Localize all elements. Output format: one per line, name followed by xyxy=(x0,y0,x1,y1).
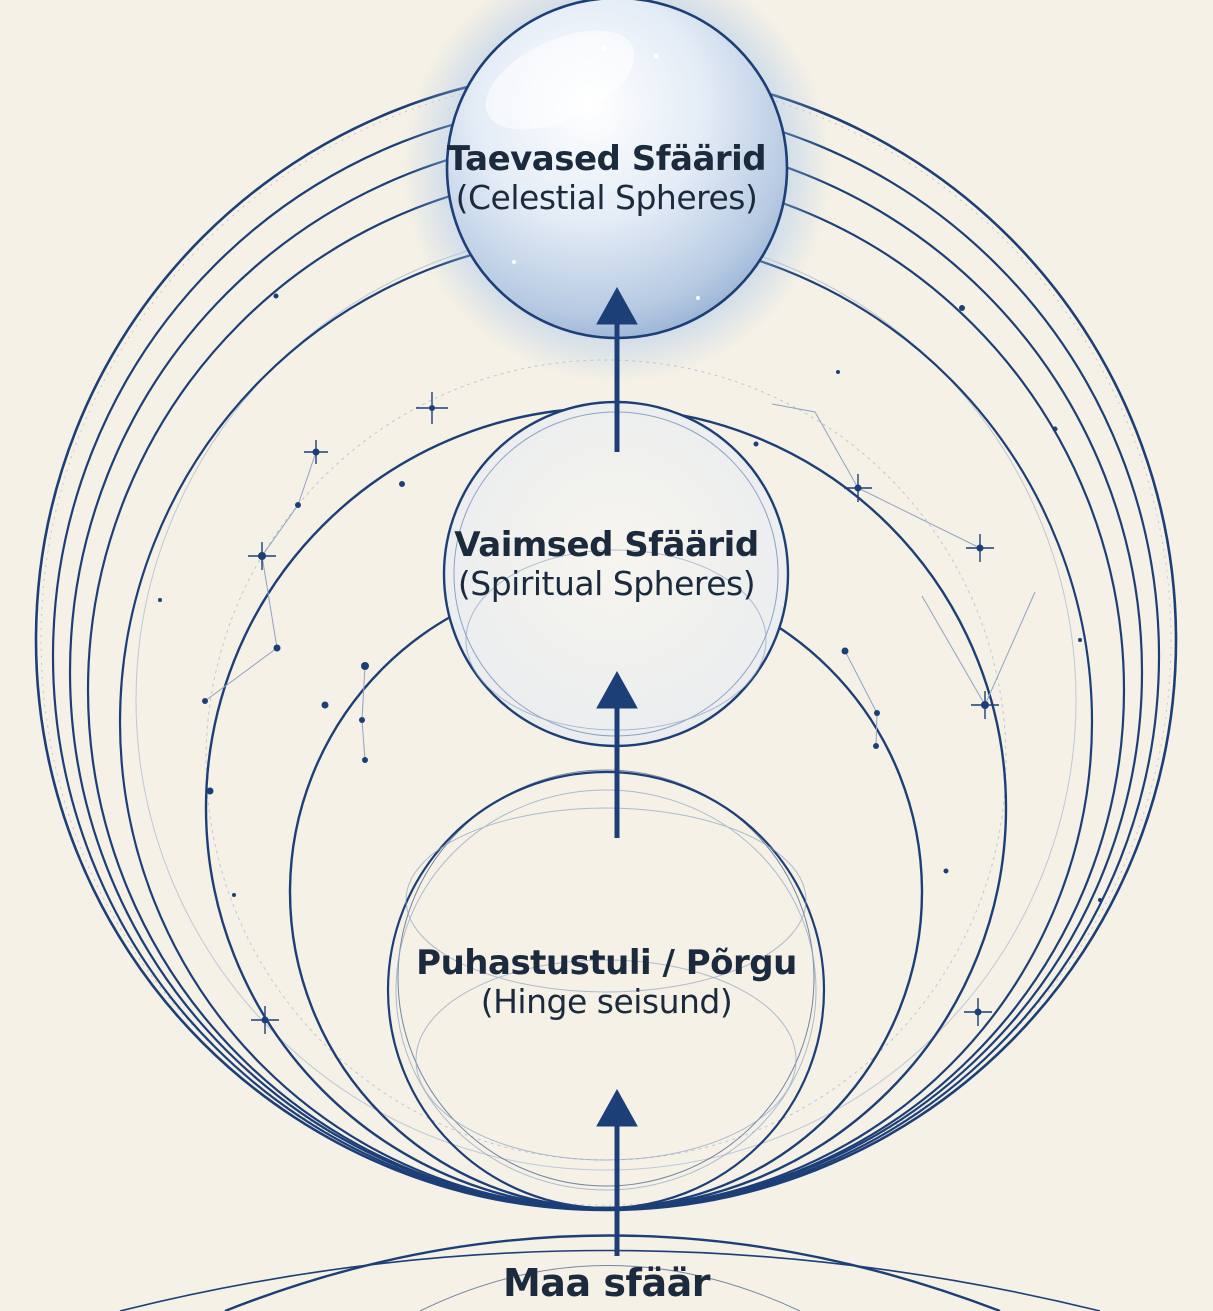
constellation-line xyxy=(771,403,981,549)
sparkle xyxy=(971,691,999,719)
star xyxy=(399,481,405,487)
purgatory-swirls xyxy=(395,789,817,1191)
star xyxy=(362,757,368,763)
constellation-line xyxy=(204,451,317,702)
arrows xyxy=(596,286,638,1256)
star xyxy=(295,502,301,508)
star xyxy=(232,893,236,897)
earth-sphere-arcs xyxy=(119,1234,1101,1311)
swirl-line xyxy=(395,789,817,1191)
earth-arc-faint xyxy=(419,1265,801,1311)
star xyxy=(158,598,162,602)
star xyxy=(359,717,365,723)
star xyxy=(959,305,965,311)
sparkle xyxy=(248,542,276,570)
celestial-star xyxy=(696,296,700,300)
star xyxy=(1098,898,1102,902)
sparkle xyxy=(964,998,992,1026)
star xyxy=(873,743,879,749)
sparkles xyxy=(248,392,999,1034)
sparkle xyxy=(966,534,994,562)
constellation-line xyxy=(921,591,1036,707)
arrow-up-icon xyxy=(596,670,638,709)
inner-sphere xyxy=(386,770,826,1210)
star xyxy=(206,787,214,795)
celestial-star xyxy=(512,260,516,264)
constellation-line xyxy=(844,650,878,747)
star xyxy=(321,701,329,709)
star xyxy=(753,441,759,447)
celestial-sphere xyxy=(402,0,832,383)
sparkle xyxy=(416,392,448,424)
earth-arc-inner xyxy=(119,1249,1101,1311)
star xyxy=(361,662,369,670)
sparkle xyxy=(251,1006,279,1034)
star xyxy=(943,868,949,874)
star xyxy=(273,293,279,299)
arrow-up-icon xyxy=(596,1088,638,1127)
swirl-line xyxy=(415,959,797,1161)
inner-sphere-thin xyxy=(397,769,815,1187)
celestial-star xyxy=(601,45,607,51)
swirl-line xyxy=(405,807,807,993)
star xyxy=(1078,638,1082,642)
earth-arc-outer xyxy=(224,1234,1001,1311)
star xyxy=(202,698,208,704)
celestial-highlight xyxy=(485,30,635,130)
faint-orbit xyxy=(40,74,1172,1206)
arrow-up-icon xyxy=(596,286,638,325)
star xyxy=(1052,426,1058,432)
celestial-star xyxy=(653,53,659,59)
constellation-line xyxy=(361,665,366,761)
star xyxy=(841,647,849,655)
star xyxy=(836,370,840,374)
sparkle xyxy=(844,474,872,502)
star xyxy=(874,710,880,716)
sparkle xyxy=(304,440,328,464)
star xyxy=(273,644,281,652)
